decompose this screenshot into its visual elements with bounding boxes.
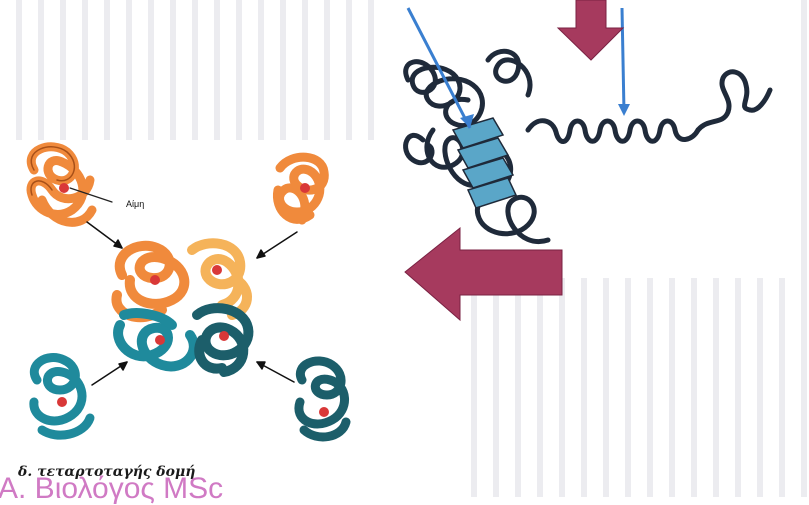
background-stripes <box>455 275 809 497</box>
protein-chain-illustration <box>378 0 785 278</box>
heme-group <box>150 275 160 285</box>
polypeptide-chain <box>406 51 770 241</box>
tertiary-structure-panel <box>378 0 785 278</box>
heme-label: Αίμη <box>126 199 144 209</box>
subunit-bottom-left <box>34 358 90 436</box>
hemoglobin-illustration <box>12 140 366 485</box>
subunit-bottom-right <box>299 361 346 437</box>
quaternary-structure-panel: Αίμη δ. τεταρτοταγής δομή <box>12 140 366 485</box>
background-stripes <box>785 0 809 275</box>
heme-group <box>300 183 310 193</box>
heme-group <box>219 331 229 341</box>
tetramer <box>116 243 248 372</box>
arrow-down-icon <box>558 0 623 60</box>
heme-group <box>155 335 165 345</box>
heme-group <box>57 397 67 407</box>
beta-sheet <box>453 118 516 208</box>
heme-group <box>59 183 69 193</box>
background-stripes <box>0 0 378 140</box>
watermark: Α. Βιολόγος MSc <box>0 474 223 504</box>
heme-group <box>319 407 329 417</box>
heme-group <box>212 265 222 275</box>
